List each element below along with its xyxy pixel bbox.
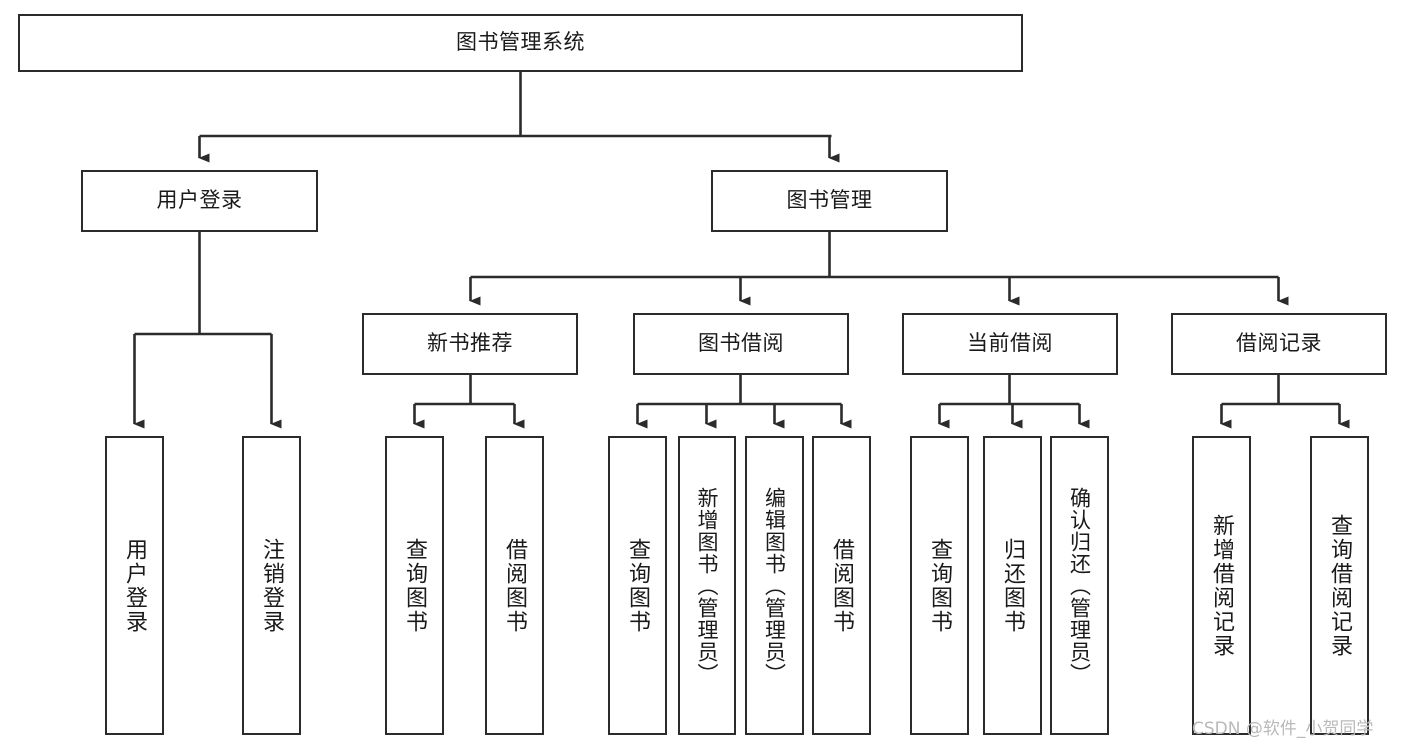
node-leaf-user-login[interactable]: 用户登录 xyxy=(105,436,164,735)
node-leaf-user-logout[interactable]: 注销登录 xyxy=(242,436,301,735)
node-leaf-edit-book-label: 编辑图书（管理员） xyxy=(762,486,787,685)
node-leaf-query-book-b[interactable]: 查询图书 xyxy=(608,436,667,735)
node-leaf-borrow-book-b-label: 借阅图书 xyxy=(829,537,855,634)
node-book-manage[interactable]: 图书管理 xyxy=(711,170,948,232)
node-borrow-record-label: 借阅记录 xyxy=(1236,331,1322,356)
node-leaf-return-book-label: 归还图书 xyxy=(1000,537,1026,634)
node-leaf-confirm-return-label: 确认归还（管理员） xyxy=(1067,486,1092,685)
node-leaf-return-book[interactable]: 归还图书 xyxy=(983,436,1042,735)
node-leaf-confirm-return[interactable]: 确认归还（管理员） xyxy=(1050,436,1109,735)
node-leaf-edit-book[interactable]: 编辑图书（管理员） xyxy=(745,436,804,735)
watermark-text: CSDN @软件_小贺同学 xyxy=(1192,719,1374,739)
node-leaf-borrow-book-rec-label: 借阅图书 xyxy=(502,537,528,634)
node-root-label: 图书管理系统 xyxy=(456,30,585,55)
node-leaf-query-book-c-label: 查询图书 xyxy=(927,537,953,634)
node-leaf-query-book-b-label: 查询图书 xyxy=(625,537,651,634)
node-leaf-query-record[interactable]: 查询借阅记录 xyxy=(1310,436,1369,735)
node-leaf-borrow-book-b[interactable]: 借阅图书 xyxy=(812,436,871,735)
node-root[interactable]: 图书管理系统 xyxy=(18,14,1023,72)
node-leaf-query-book-c[interactable]: 查询图书 xyxy=(910,436,969,735)
node-current-borrow[interactable]: 当前借阅 xyxy=(902,313,1118,375)
node-leaf-add-record-label: 新增借阅记录 xyxy=(1209,513,1235,658)
node-leaf-add-book-label: 新增图书（管理员） xyxy=(695,486,720,685)
node-current-borrow-label: 当前借阅 xyxy=(967,331,1053,356)
node-leaf-add-record[interactable]: 新增借阅记录 xyxy=(1192,436,1251,735)
node-book-borrow[interactable]: 图书借阅 xyxy=(633,313,849,375)
node-leaf-query-book-rec[interactable]: 查询图书 xyxy=(385,436,444,735)
node-leaf-user-logout-label: 注销登录 xyxy=(259,537,285,634)
node-new-book-rec[interactable]: 新书推荐 xyxy=(362,313,578,375)
node-new-book-rec-label: 新书推荐 xyxy=(427,331,513,356)
node-leaf-query-record-label: 查询借阅记录 xyxy=(1327,513,1353,658)
node-leaf-user-login-label: 用户登录 xyxy=(122,537,148,634)
node-borrow-record[interactable]: 借阅记录 xyxy=(1171,313,1387,375)
node-book-borrow-label: 图书借阅 xyxy=(698,331,784,356)
node-user-login[interactable]: 用户登录 xyxy=(81,170,318,232)
node-leaf-query-book-rec-label: 查询图书 xyxy=(402,537,428,634)
node-book-manage-label: 图书管理 xyxy=(786,188,873,213)
node-leaf-add-book[interactable]: 新增图书（管理员） xyxy=(678,436,736,735)
node-user-login-label: 用户登录 xyxy=(156,188,243,213)
node-leaf-borrow-book-rec[interactable]: 借阅图书 xyxy=(485,436,544,735)
